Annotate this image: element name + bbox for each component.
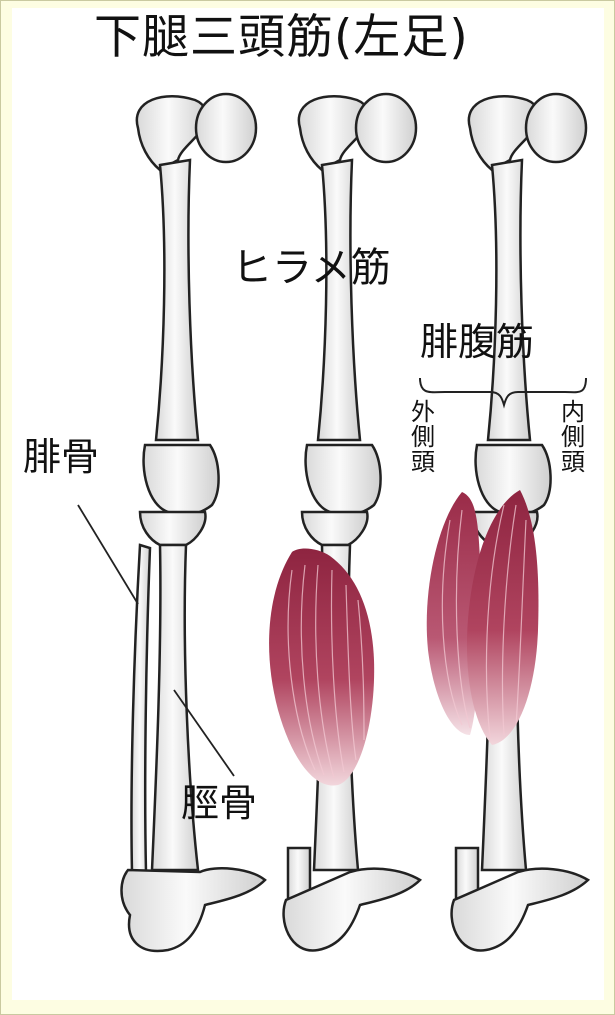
fibula-pointer [78,505,138,604]
diagram-title: 下腿三頭筋(左足) [94,14,469,61]
knee [144,445,219,515]
fibula-bone [131,545,150,872]
medial-head-label: 内側頭 [560,400,586,476]
fibula-label: 腓骨 [23,438,99,476]
tibia-label: 脛骨 [181,784,257,822]
femoral-ball [196,94,256,162]
pointer-lines [78,505,234,776]
tibia-top [140,512,205,545]
femur-shaft [156,160,198,440]
lateral-head-label: 外側頭 [410,400,436,476]
soleus-label: ヒラメ筋 [232,248,391,288]
foot [122,868,266,951]
soleus-muscle [269,549,374,786]
leg-skeleton-middle [284,94,420,950]
gastrocnemius-label: 腓腹筋 [420,323,534,361]
